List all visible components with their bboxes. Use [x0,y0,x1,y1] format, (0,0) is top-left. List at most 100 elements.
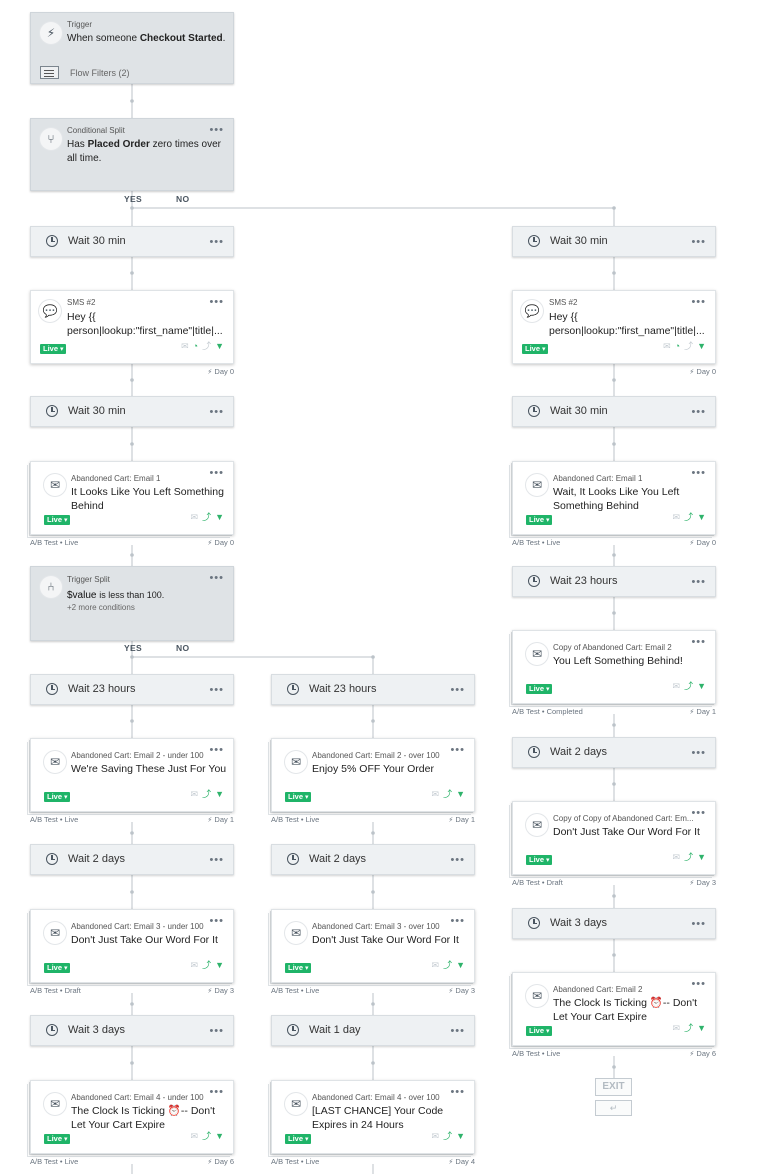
email-node-l_e3[interactable]: ✉Abandoned Cart: Email 3 - under 100•••D… [27,909,234,986]
wait-node-m1[interactable]: Wait 23 hours••• [271,674,475,705]
wait-label: Wait 1 day [309,1024,361,1036]
wait-node-l3[interactable]: Wait 23 hours••• [30,674,234,705]
email-node-r_e2[interactable]: ✉Copy of Abandoned Cart: Email 2•••You L… [509,630,716,707]
email-node-l_e2[interactable]: ✉Abandoned Cart: Email 2 - under 100•••W… [27,738,234,815]
trigger-card[interactable]: ⚡ Trigger When someone Checkout Started.… [30,12,234,84]
live-status-dropdown[interactable]: Live [285,963,312,973]
email-node-m_e4[interactable]: ✉Abandoned Cart: Email 4 - over 100•••[L… [268,1080,475,1157]
wait-node-r5[interactable]: Wait 3 days••• [512,908,716,939]
more-options-icon[interactable]: ••• [450,1025,465,1037]
connector-dot [612,611,616,615]
more-options-icon[interactable]: ••• [209,744,224,756]
live-status-dropdown[interactable]: Live [526,1026,553,1036]
live-status-dropdown[interactable]: Live [44,792,71,802]
live-status-dropdown[interactable]: Live [44,963,71,973]
filter-icon: ▼ [215,512,224,522]
email-node-l_e4[interactable]: ✉Abandoned Cart: Email 4 - under 100•••T… [27,1080,234,1157]
wait-node-m2[interactable]: Wait 2 days••• [271,844,475,875]
wait-node-r2[interactable]: Wait 30 min••• [512,396,716,427]
wait-node-m3[interactable]: Wait 1 day ••• [271,1015,475,1046]
more-options-icon[interactable]: ••• [450,684,465,696]
message-type-label: Copy of Abandoned Cart: Email 2 [553,643,672,652]
wait-node-l5[interactable]: Wait 3 days••• [30,1015,234,1046]
live-status-dropdown[interactable]: Live [285,1134,312,1144]
analytics-icons: ✉⤴▼ [187,960,224,970]
email-node-r_e1[interactable]: ✉Abandoned Cart: Email 1•••Wait, It Look… [509,461,716,538]
message-title: Enjoy 5% OFF Your Order [312,763,434,775]
more-options-icon[interactable]: ••• [209,236,224,248]
analytics-icons: ✉⤴▼ [187,512,224,522]
message-title: We're Saving These Just For You [71,763,227,775]
filter-icon: ▼ [697,341,706,351]
live-status-dropdown[interactable]: Live [526,515,553,525]
more-options-icon[interactable]: ••• [209,572,224,584]
more-options-icon[interactable]: ••• [209,124,224,136]
wait-label: Wait 2 days [68,853,126,865]
more-options-icon[interactable]: ••• [209,1086,224,1098]
email-node-m_e2[interactable]: ✉Abandoned Cart: Email 2 - over 100•••En… [268,738,475,815]
trigger-split-card[interactable]: ⑃ Trigger Split ••• $value is less than … [30,566,234,641]
ab-test-status: A/B Test • Live [30,538,79,547]
email-node-r_e4[interactable]: ✉Abandoned Cart: Email 2•••The Clock Is … [509,972,716,1049]
more-options-icon[interactable]: ••• [691,747,706,759]
flow-filters-link[interactable]: Flow Filters (2) [70,68,130,78]
live-status-dropdown[interactable]: Live [526,855,553,865]
live-status-dropdown[interactable]: Live [526,684,553,694]
wait-node-l2[interactable]: Wait 30 min••• [30,396,234,427]
ab-test-status: A/B Test • Live [271,1157,320,1166]
more-options-icon[interactable]: ••• [691,636,706,648]
wait-node-l1[interactable]: Wait 30 min ••• [30,226,234,257]
sms-node-r_sms[interactable]: 💬SMS #2•••Hey {{ person|lookup:"first_na… [512,290,716,364]
wait-node-r3[interactable]: Wait 23 hours••• [512,566,716,597]
more-options-icon[interactable]: ••• [691,807,706,819]
live-status-dropdown[interactable]: Live [44,1134,71,1144]
more-options-icon[interactable]: ••• [691,406,706,418]
more-options-icon[interactable]: ••• [691,576,706,588]
day-text: Day 1 [696,707,716,716]
connector-dot [371,719,375,723]
email-node-l_e1[interactable]: ✉Abandoned Cart: Email 1•••It Looks Like… [27,461,234,538]
live-status-dropdown[interactable]: Live [44,515,71,525]
wait-label: Wait 30 min [68,235,126,247]
message-title: The Clock Is Ticking ⏰-- Don't Let Your … [71,1105,216,1131]
live-status-dropdown[interactable]: Live [40,344,67,354]
message-type-label: Abandoned Cart: Email 1 [553,474,643,483]
email-node-m_e3[interactable]: ✉Abandoned Cart: Email 3 - over 100•••Do… [268,909,475,986]
more-options-icon[interactable]: ••• [691,918,706,930]
ab-test-status: A/B Test • Live [512,1049,561,1058]
clock-icon [46,235,58,247]
lightning-small-icon: ⚡ [689,709,695,716]
more-options-icon[interactable]: ••• [450,1086,465,1098]
more-options-icon[interactable]: ••• [209,915,224,927]
split-condition-prefix: Has [67,139,85,150]
more-options-icon[interactable]: ••• [450,915,465,927]
more-options-icon[interactable]: ••• [209,1025,224,1037]
envelope-icon: ✉ [44,922,66,944]
more-options-icon[interactable]: ••• [691,978,706,990]
wait-node-r4[interactable]: Wait 2 days••• [512,737,716,768]
more-options-icon[interactable]: ••• [691,236,706,248]
message-type-label: Abandoned Cart: Email 2 - under 100 [71,751,204,760]
wait-node-l4[interactable]: Wait 2 days ••• [30,844,234,875]
sms-node-l_sms[interactable]: 💬SMS #2•••Hey {{ person|lookup:"first_na… [30,290,234,364]
more-options-icon[interactable]: ••• [691,467,706,479]
filter-icon: ▼ [697,681,706,691]
email-node-r_e3[interactable]: ✉Copy of Copy of Abandoned Cart: Em...••… [509,801,716,878]
more-options-icon[interactable]: ••• [209,467,224,479]
conditional-split-card[interactable]: ⑂ Conditional Split ••• Has Placed Order… [30,118,234,191]
more-options-icon[interactable]: ••• [209,684,224,696]
connector-dot [612,271,616,275]
more-options-icon[interactable]: ••• [450,854,465,866]
more-options-icon[interactable]: ••• [691,296,706,308]
connector-dot [130,1061,134,1065]
more-options-icon[interactable]: ••• [209,296,224,308]
more-options-icon[interactable]: ••• [209,406,224,418]
wait-node-r1[interactable]: Wait 30 min••• [512,226,716,257]
more-options-icon[interactable]: ••• [450,744,465,756]
trend-icon: ⤴ [443,1131,453,1141]
more-options-icon[interactable]: ••• [209,854,224,866]
live-status-dropdown[interactable]: Live [522,344,549,354]
exit-button[interactable]: EXIT [595,1078,632,1096]
live-status-dropdown[interactable]: Live [285,792,312,802]
day-label: ⚡ Day 0 [194,538,234,547]
